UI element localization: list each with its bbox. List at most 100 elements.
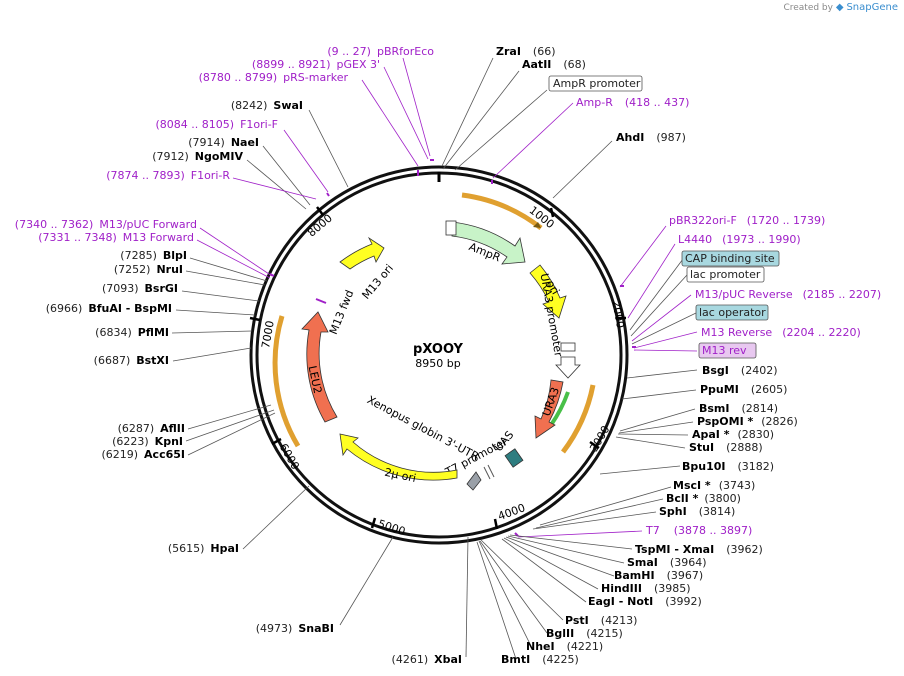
tick-2000: 2000	[609, 299, 627, 329]
left-label-15[interactable]: (6687)BstXI	[94, 354, 169, 367]
right-label-18[interactable]: StuI(2888)	[689, 441, 763, 454]
left-label-19[interactable]: (5615)HpaI	[168, 542, 239, 555]
plasmid-name: pXOOY	[413, 342, 464, 357]
right-label-10[interactable]: lac operator	[699, 306, 766, 319]
backbone-marks	[269, 159, 636, 537]
right-label-29[interactable]: PstI(4213)	[565, 614, 637, 627]
right-label-26[interactable]: BamHI(3967)	[614, 569, 703, 582]
orf-arrow-icon	[533, 222, 541, 228]
right-labels: ZraI(66) AatII(68) AmpR promoter Amp-R(4…	[496, 45, 881, 666]
ura3-promoter-feature[interactable]	[560, 342, 576, 352]
right-label-23[interactable]: T7(3878 .. 3897)	[645, 524, 752, 537]
right-label-11[interactable]: M13 Reverse(2204 .. 2220)	[701, 326, 861, 339]
right-label-14[interactable]: PpuMI(2605)	[700, 383, 787, 396]
left-label-8[interactable]: (7340 .. 7362)M13/pUC Forward	[15, 218, 197, 231]
right-label-22[interactable]: SphI(3814)	[659, 505, 735, 518]
left-label-21[interactable]: (4261)XbaI	[392, 653, 462, 666]
right-label-25[interactable]: SmaI(3964)	[627, 556, 706, 569]
leu2-orf-arc	[272, 315, 301, 448]
right-label-24[interactable]: TspMI - XmaI(3962)	[635, 543, 763, 556]
left-label-2[interactable]: (8780 .. 8799)pRS-marker	[199, 71, 349, 84]
tick-8000: 8000	[305, 206, 335, 240]
ura3-orf-arc	[561, 384, 596, 454]
ura3-feature[interactable]	[534, 379, 564, 439]
center-label: pXOOY 8950 bp	[413, 342, 464, 370]
credit-prefix: Created by	[783, 3, 833, 13]
right-label-19[interactable]: Bpu10I(3182)	[682, 460, 774, 473]
right-label-13[interactable]: BsgI(2402)	[702, 364, 777, 377]
right-label-27[interactable]: HindIII(3985)	[601, 582, 691, 595]
right-label-1[interactable]: AatII(68)	[522, 58, 586, 71]
amp-orf-arc	[461, 192, 543, 230]
ori-label: ori	[544, 278, 562, 297]
left-label-3[interactable]: (8242)SwaI	[231, 99, 303, 112]
right-label-17[interactable]: ApaI *(2830)	[692, 428, 774, 441]
right-label-12[interactable]: M13 rev	[702, 344, 747, 357]
right-label-6[interactable]: L4440(1973 .. 1990)	[678, 233, 801, 246]
right-label-28[interactable]: EagI - NotI(3992)	[588, 595, 702, 608]
ura3-promoter-label: URA3 promoter	[538, 272, 566, 358]
plasmid-size: 8950 bp	[415, 357, 460, 370]
right-label-16[interactable]: PspOMI *(2826)	[697, 415, 798, 428]
two-micron-ori-feature[interactable]	[339, 433, 458, 481]
ori-feature[interactable]	[529, 264, 567, 319]
tick-7000: 7000	[249, 316, 277, 350]
right-label-31[interactable]: NheI(4221)	[526, 640, 603, 653]
ura3-promoter-arrow-icon	[555, 356, 581, 379]
left-label-14[interactable]: (6834)PflMI	[95, 326, 169, 339]
right-label-21[interactable]: BclI *(3800)	[666, 492, 741, 505]
leu2-label: LEU2	[306, 365, 325, 395]
snapgene-credit: Created by ◆ SnapGene	[783, 2, 898, 13]
right-label-8[interactable]: lac promoter	[690, 268, 761, 281]
right-label-32[interactable]: BmtI(4225)	[501, 653, 579, 666]
right-connectors	[441, 57, 698, 660]
right-label-20[interactable]: MscI *(3743)	[673, 479, 755, 492]
right-label-15[interactable]: BsmI(2814)	[699, 402, 778, 415]
left-label-4[interactable]: (8084 .. 8105)F1ori-F	[156, 118, 279, 131]
right-label-9[interactable]: M13/pUC Reverse(2185 .. 2207)	[695, 288, 881, 301]
left-label-18[interactable]: (6219)Acc65I	[101, 448, 185, 461]
left-label-0[interactable]: (9 .. 27)pBRforEco	[327, 45, 434, 58]
left-label-7[interactable]: (7874 .. 7893)F1ori-R	[106, 169, 230, 182]
ampr-promoter-feature[interactable]	[445, 220, 457, 236]
left-label-16[interactable]: (6287)AflII	[118, 422, 185, 435]
left-label-10[interactable]: (7285)BlpI	[120, 249, 187, 262]
right-label-7[interactable]: CAP binding site	[685, 252, 775, 265]
m13-ori-feature[interactable]	[339, 236, 385, 270]
t7-marker-icon	[483, 466, 491, 480]
left-label-1[interactable]: (8899 .. 8921)pGEX 3'	[252, 58, 380, 71]
right-label-30[interactable]: BglII(4215)	[546, 627, 623, 640]
m13-ori-label: M13 ori	[359, 262, 396, 302]
xenopus-utr-label: Xenopus globin 3'-UTR	[365, 393, 481, 463]
left-label-17[interactable]: (6223)KpnI	[112, 435, 183, 448]
tick-label: 4000	[496, 501, 527, 523]
left-label-13[interactable]: (6966)BfuAI - BspMI	[46, 302, 172, 315]
two-micron-ori-label: 2µ ori	[383, 466, 417, 485]
credit-brand: SnapGene	[846, 2, 898, 13]
left-label-12[interactable]: (7093)BsrGI	[102, 282, 178, 295]
left-labels: (9 .. 27)pBRforEco (8899 .. 8921)pGEX 3'…	[15, 45, 462, 666]
right-label-3[interactable]: Amp-R(418 .. 437)	[576, 96, 689, 109]
left-label-11[interactable]: (7252)NruI	[114, 263, 183, 276]
leu2-feature[interactable]	[301, 311, 338, 423]
m13-fwd-feature[interactable]	[315, 298, 327, 304]
right-label-0[interactable]: ZraI(66)	[496, 45, 556, 58]
t7-marker-icon	[487, 464, 495, 478]
uas-feature[interactable]	[504, 448, 524, 468]
xenopus-utr-feature[interactable]	[466, 471, 482, 491]
snapgene-logo-icon: ◆	[835, 2, 844, 13]
right-label-5[interactable]: pBR322ori-F(1720 .. 1739)	[669, 214, 825, 227]
tick-label: 7000	[259, 320, 277, 350]
left-label-6[interactable]: (7912)NgoMIV	[152, 150, 243, 163]
right-label-2[interactable]: AmpR promoter	[553, 77, 641, 90]
left-connectors	[171, 57, 469, 658]
m13-fwd-label: M13 fwd	[327, 288, 357, 336]
right-label-4[interactable]: AhdI(987)	[616, 131, 686, 144]
ampr-feature[interactable]	[451, 221, 526, 265]
left-label-5[interactable]: (7914)NaeI	[188, 136, 259, 149]
left-label-20[interactable]: (4973)SnaBI	[256, 622, 334, 635]
tick-label: 2000	[609, 299, 627, 329]
feature-label-boxes	[548, 75, 780, 359]
left-label-9[interactable]: (7331 .. 7348)M13 Forward	[38, 231, 194, 244]
